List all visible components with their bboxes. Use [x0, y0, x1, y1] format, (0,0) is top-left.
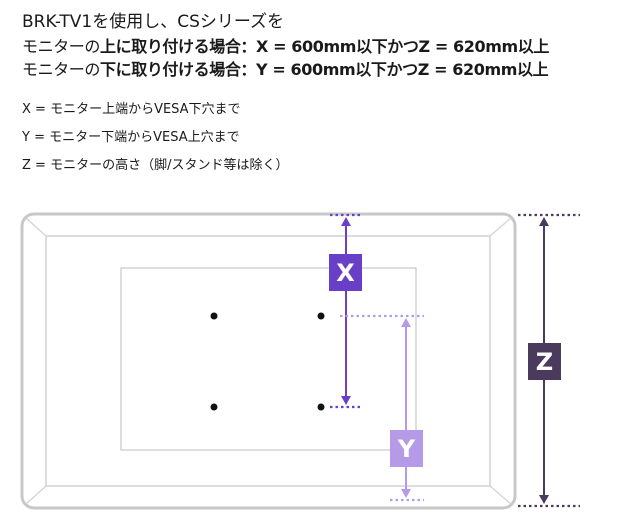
bevel-corner-bottom-left	[25, 485, 47, 505]
y-dim-arrow-bottom	[401, 489, 411, 498]
bevel-corner-bottom-right	[489, 485, 512, 505]
heading-line-2: モニターの上に取り付ける場合：X = 600mm以下かつZ = 620mm以上	[22, 35, 622, 58]
vesa-hole-top-left	[210, 312, 218, 320]
heading-line-3-condition: 場合：Y = 600mm以下かつZ = 620mm以上	[209, 60, 549, 79]
z-dim-arrow-top	[539, 217, 549, 226]
bevel-corner-top-left	[25, 217, 47, 237]
legend-y: Y = モニター下端からVESA上穴まで	[22, 130, 240, 145]
vesa-hole-bottom-left	[210, 403, 218, 411]
heading-line-3-prefix: モニターの	[22, 60, 101, 79]
monitor-screen-inner	[45, 235, 491, 487]
y-badge-label: Y	[397, 435, 416, 463]
heading-line-3-strong: 下に取り付ける	[100, 60, 210, 79]
vesa-hole-top-right	[317, 312, 325, 320]
heading-line-2-prefix: モニターの	[22, 37, 101, 56]
monitor-bezel-outer	[20, 212, 517, 510]
legend-z: Z = モニターの高さ（脚/スタンド等は除く）	[22, 158, 289, 173]
vesa-mount-plate	[120, 267, 417, 451]
vesa-hole-bottom-right	[317, 403, 325, 411]
y-dim-arrow-top	[401, 318, 411, 327]
y-badge: Y	[390, 430, 423, 467]
z-badge-label: Z	[536, 348, 553, 376]
x-badge: X	[329, 254, 362, 291]
x-dim-arrow-top	[341, 217, 351, 226]
heading: BRK-TV1を使用し、CSシリーズを モニターの上に取り付ける場合：X = 6…	[22, 10, 622, 81]
z-dim-arrow-bottom	[539, 495, 549, 504]
heading-line-1: BRK-TV1を使用し、CSシリーズを	[22, 12, 285, 32]
x-badge-label: X	[336, 259, 355, 287]
legend-x: X = モニター上端からVESA下穴まで	[22, 102, 241, 117]
bevel-corner-top-right	[489, 217, 512, 237]
dimension-legend: X = モニター上端からVESA下穴まで Y = モニター下端からVESA上穴ま…	[22, 96, 288, 180]
z-badge: Z	[528, 343, 561, 380]
heading-line-2-strong: 上に取り付ける	[100, 37, 210, 56]
x-dim-arrow-bottom	[341, 396, 351, 405]
heading-line-2-condition: 場合：X = 600mm以下かつZ = 620mm以上	[209, 37, 549, 56]
heading-line-3: モニターの下に取り付ける場合：Y = 600mm以下かつZ = 620mm以上	[22, 58, 622, 81]
